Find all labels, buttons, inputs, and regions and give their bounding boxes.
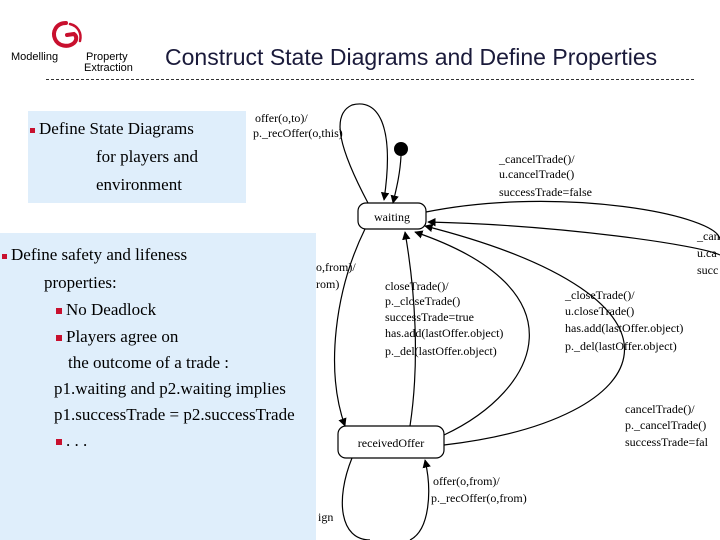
u-close-label-3: has.add(lastOffer.object) (565, 321, 683, 335)
bullet-icon (30, 127, 35, 133)
properties-panel: Define safety and lifeness properties: N… (0, 233, 316, 540)
offer-from-transition-arrow (334, 228, 366, 427)
offer-from-fragment-1: o,from)/ (316, 260, 356, 274)
note-line-3: environment (96, 175, 182, 194)
right-cancel-loop-arrow (425, 200, 720, 241)
properties-line-1: Define safety and lifeness (11, 245, 188, 264)
property-ellipsis: . . . (66, 431, 88, 450)
property-success-line: p1.successTrade = p2.successTrade (54, 405, 295, 424)
cancel-top-label-3: successTrade=false (499, 185, 592, 199)
logo-icon (52, 21, 82, 48)
bullet-icon (56, 335, 62, 342)
logo-word-modelling: Modelling (11, 51, 59, 63)
cancel-low-label-1: cancelTrade()/ (625, 402, 695, 416)
offer-to-label-2: p._recOffer(o,this) (253, 126, 343, 140)
logo-word-property: Property (86, 51, 128, 63)
bottom-fragment: ign (318, 510, 333, 524)
close-trade-label-4: has.add(lastOffer.object) (385, 326, 503, 340)
close-trade-label-5: p._del(lastOffer.object) (385, 344, 497, 358)
bullet-icon (56, 439, 62, 446)
received-self-loop-right (409, 459, 431, 540)
right-fragment-3: succ (697, 263, 718, 277)
offer-from-bottom-label-1: offer(o,from)/ (433, 474, 500, 488)
u-close-label-4: p._del(lastOffer.object) (565, 339, 677, 353)
note-line-1: Define State Diagrams (39, 119, 194, 138)
u-close-label-2: u.closeTrade() (565, 304, 634, 318)
property-players-agree: Players agree on (66, 327, 179, 346)
title-divider (46, 79, 694, 80)
state-diagram-note-panel: Define State Diagrams for players and en… (28, 111, 246, 203)
cancel-top-label-1: _cancelTrade()/ (498, 152, 575, 166)
close-trade-label-1: closeTrade()/ (385, 279, 449, 293)
underscore-close-trade-arrow (414, 230, 530, 436)
initial-transition-arrow (390, 155, 402, 204)
slide-title: Construct State Diagrams and Define Prop… (165, 44, 658, 70)
bullet-icon (56, 308, 62, 315)
received-self-loop-left (341, 457, 371, 540)
cancel-low-label-3: successTrade=fal (625, 435, 709, 449)
note-line-2: for players and (96, 147, 198, 166)
property-no-deadlock: No Deadlock (66, 300, 157, 319)
bullet-icon (2, 253, 7, 259)
cancel-low-label-2: p._cancelTrade() (625, 418, 706, 432)
cancel-top-label-2: u.cancelTrade() (499, 167, 574, 181)
offer-to-label-1: offer(o,to)/ (255, 111, 308, 125)
received-offer-state-label: receivedOffer (358, 436, 424, 450)
close-trade-transition-arrow (402, 231, 417, 427)
property-implies-line: p1.waiting and p2.waiting implies (54, 379, 286, 398)
right-cancel-return-arrow (427, 217, 720, 256)
received-offer-state-box (337, 425, 445, 459)
close-trade-label-2: p._closeTrade() (385, 294, 460, 308)
close-trade-label-3: successTrade=true (385, 310, 474, 324)
offer-from-bottom-label-2: p._recOffer(o,from) (431, 491, 527, 505)
offer-from-fragment-2: rom) (316, 277, 339, 291)
u-close-label-1: _closeTrade()/ (564, 288, 635, 302)
waiting-state-box (357, 202, 427, 230)
right-fragment-2: u.ca (697, 246, 717, 260)
right-fragment-1: _can (696, 229, 720, 243)
waiting-self-loop-arrow (339, 103, 390, 204)
properties-line-2: properties: (44, 273, 117, 292)
initial-state-dot (394, 142, 408, 156)
cancel-trade-arrow (424, 223, 625, 446)
logo-word-extraction: Extraction (84, 62, 133, 74)
property-outcome-line: the outcome of a trade : (68, 353, 229, 372)
waiting-state-label: waiting (374, 210, 410, 224)
